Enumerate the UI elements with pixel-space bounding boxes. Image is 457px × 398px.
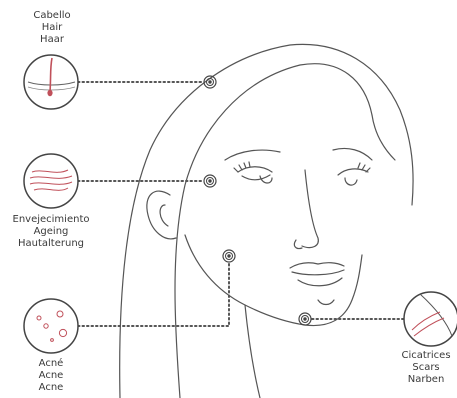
left-eye [238, 167, 272, 172]
label-ageing: Envejecimiento Ageing Hautalterung [2, 214, 100, 250]
label-scars: Cicatrices Scars Narben [396, 350, 456, 386]
label-scars-de: Narben [396, 374, 456, 386]
lower-lip [298, 278, 342, 286]
neck [245, 305, 260, 398]
hair-strand [372, 115, 395, 160]
nose [302, 170, 318, 248]
label-acne: Acné Acne Acne [26, 358, 76, 394]
ageing-icon [24, 154, 78, 208]
label-hair-de: Haar [24, 34, 80, 46]
label-hair-en: Hair [24, 22, 80, 34]
hair-icon [24, 55, 78, 109]
label-acne-en: Acne [26, 370, 76, 382]
hair-outline [120, 44, 413, 398]
connector-acne [78, 262, 229, 326]
label-ageing-en: Ageing [2, 226, 100, 238]
left-lashes [234, 162, 250, 172]
right-brow [333, 148, 372, 160]
target-ageing-icon [204, 175, 216, 187]
lip-line [292, 270, 344, 275]
chin-line [318, 300, 334, 305]
hairline [175, 64, 372, 398]
label-ageing-de: Hautalterung [2, 238, 100, 250]
nostril [294, 240, 302, 249]
targets [204, 76, 311, 325]
right-eye [338, 169, 368, 175]
right-iris [345, 178, 357, 185]
ear-inner [160, 205, 168, 226]
label-scars-en: Scars [396, 362, 456, 374]
left-brow [225, 150, 280, 160]
label-hair-es: Cabello [24, 10, 80, 22]
ear [147, 191, 176, 239]
scars-icon [404, 292, 457, 346]
target-acne-icon [223, 250, 235, 262]
target-scars-icon [299, 313, 311, 325]
upper-lip [290, 263, 344, 268]
face-illustration [120, 44, 413, 398]
label-scars-es: Cicatrices [396, 350, 456, 362]
label-acne-es: Acné [26, 358, 76, 370]
label-ageing-es: Envejecimiento [2, 214, 100, 226]
label-acne-de: Acne [26, 382, 76, 394]
acne-icon [24, 299, 78, 353]
jaw-line [185, 235, 362, 326]
left-lid [242, 175, 270, 180]
label-hair: Cabello Hair Haar [24, 10, 80, 46]
